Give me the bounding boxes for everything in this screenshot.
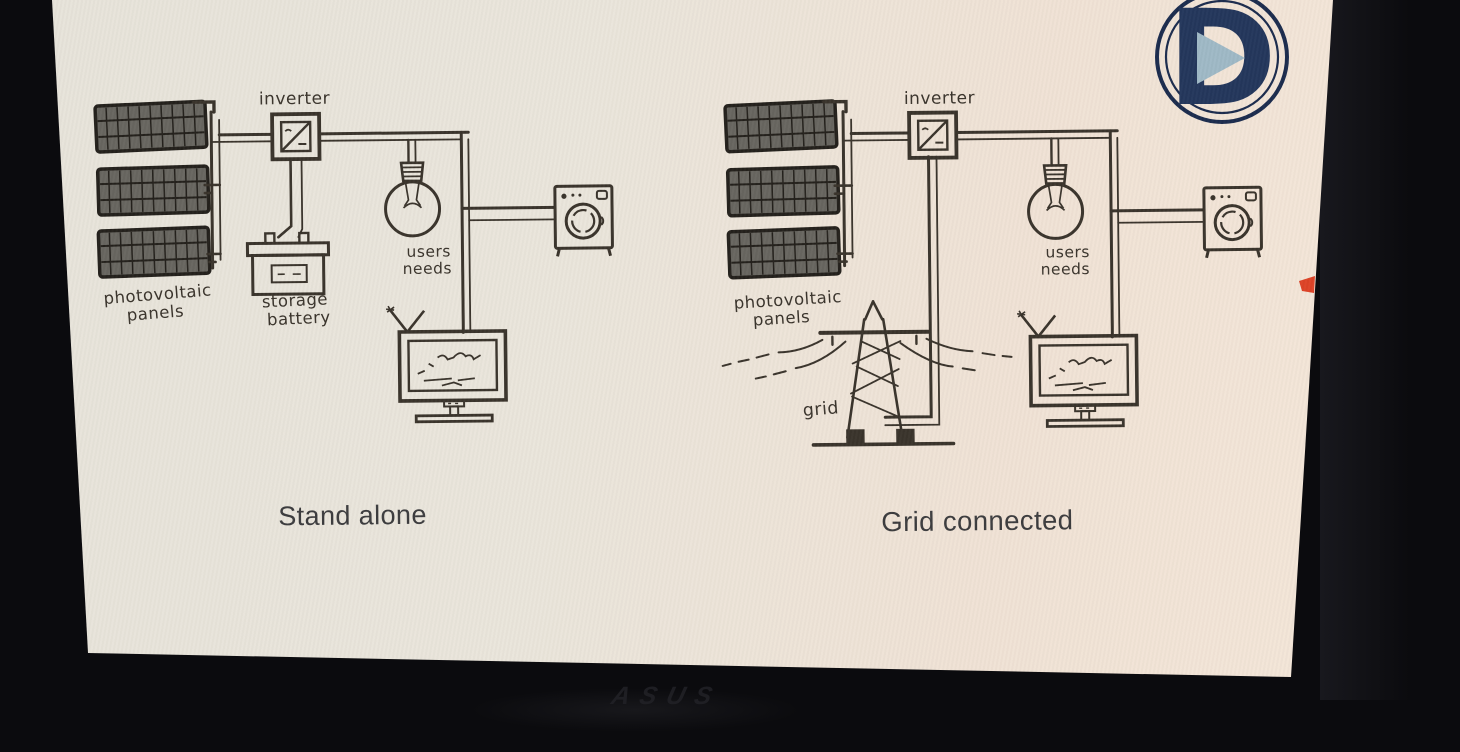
pv-panel-array-icon xyxy=(723,99,842,280)
label-users: users xyxy=(406,242,451,260)
red-marker xyxy=(1299,276,1315,293)
caption-grid-connected: Grid connected xyxy=(881,504,1073,537)
inverter-icon xyxy=(270,111,322,162)
label-inverter: inverter xyxy=(259,89,330,110)
monitor-brand-logo: ASUS xyxy=(608,682,726,710)
label-inverter: inverter xyxy=(904,88,975,109)
label-needs: needs xyxy=(1041,260,1090,279)
label-battery: battery xyxy=(267,308,332,330)
stand-alone-diagram: inverter photovoltaic panels storage bat… xyxy=(93,89,615,532)
play-button-logo[interactable]: D xyxy=(1155,0,1289,136)
label-users: users xyxy=(1045,243,1090,261)
tv-icon xyxy=(384,303,509,424)
label-needs: needs xyxy=(403,259,452,278)
light-bulb-icon xyxy=(383,161,442,238)
play-icon xyxy=(1197,32,1245,84)
label-panels: panels xyxy=(126,301,185,325)
logo-outer-ring xyxy=(1155,0,1289,124)
wiring xyxy=(822,99,1206,427)
pv-panel-array-icon xyxy=(93,99,212,279)
label-panels: panels xyxy=(752,307,810,330)
caption-stand-alone: Stand alone xyxy=(278,500,427,532)
label-storage: storage xyxy=(261,289,328,311)
washing-machine-icon xyxy=(1202,185,1264,260)
grid-connected-diagram: inverter photovoltaic panels grid users … xyxy=(721,88,1264,537)
grid-tower-icon xyxy=(721,300,1013,447)
inverter-icon xyxy=(907,110,959,160)
wiring xyxy=(192,100,557,334)
label-grid: grid xyxy=(802,398,840,421)
light-bulb-icon xyxy=(1026,163,1085,241)
bezel-sheen xyxy=(1320,0,1410,700)
washing-machine-icon xyxy=(553,184,615,258)
logo-inner-ring xyxy=(1164,0,1280,115)
storage-battery-icon xyxy=(245,231,331,297)
